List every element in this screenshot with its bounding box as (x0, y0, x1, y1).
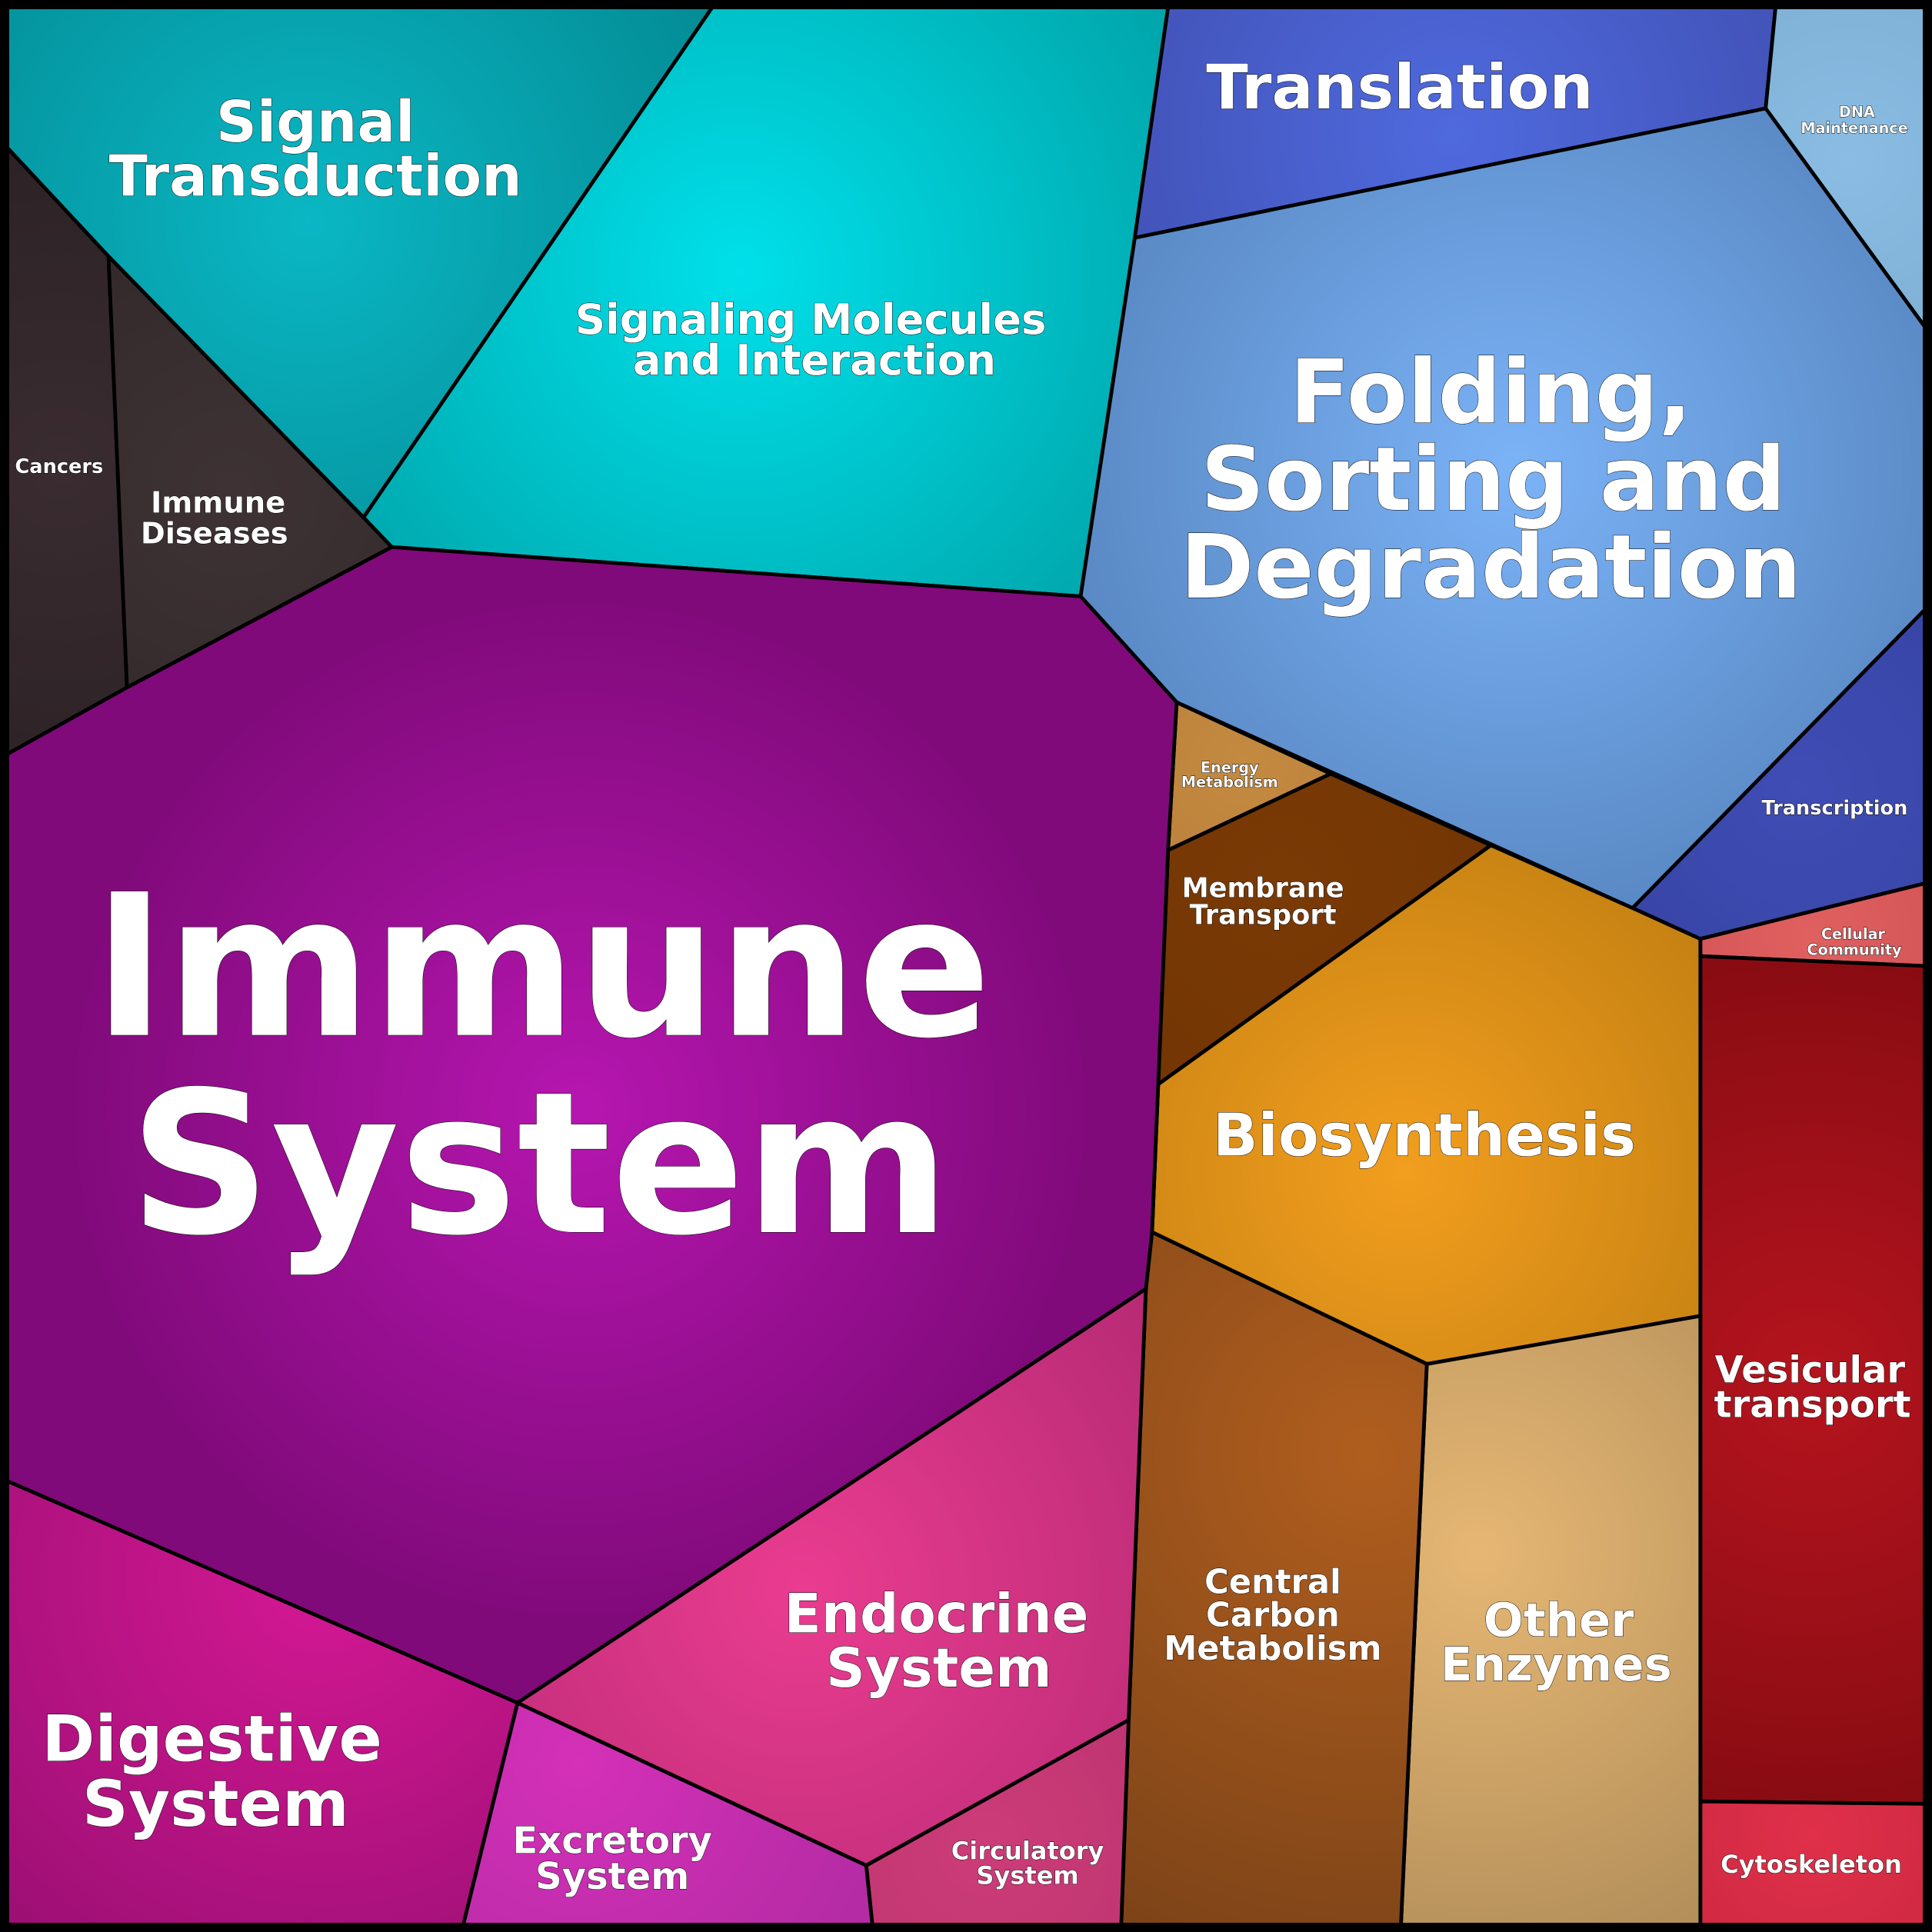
cell-label: Transcription (1761, 797, 1907, 820)
cell-label: Biosynthesis (1213, 1102, 1636, 1171)
cell-cytoskeleton[interactable]: Cytoskeleton (1698, 1799, 1927, 1927)
cell-biosynthesis[interactable]: Biosynthesis (1150, 843, 1703, 1366)
cell-label: Translation (1206, 52, 1593, 123)
cell-translation[interactable]: Translation (1133, 5, 1777, 240)
cell-transcription[interactable]: Transcription (1631, 608, 1927, 941)
cell-label: Cancers (15, 455, 103, 478)
cell-label: Cytoskeleton (1720, 1850, 1902, 1879)
